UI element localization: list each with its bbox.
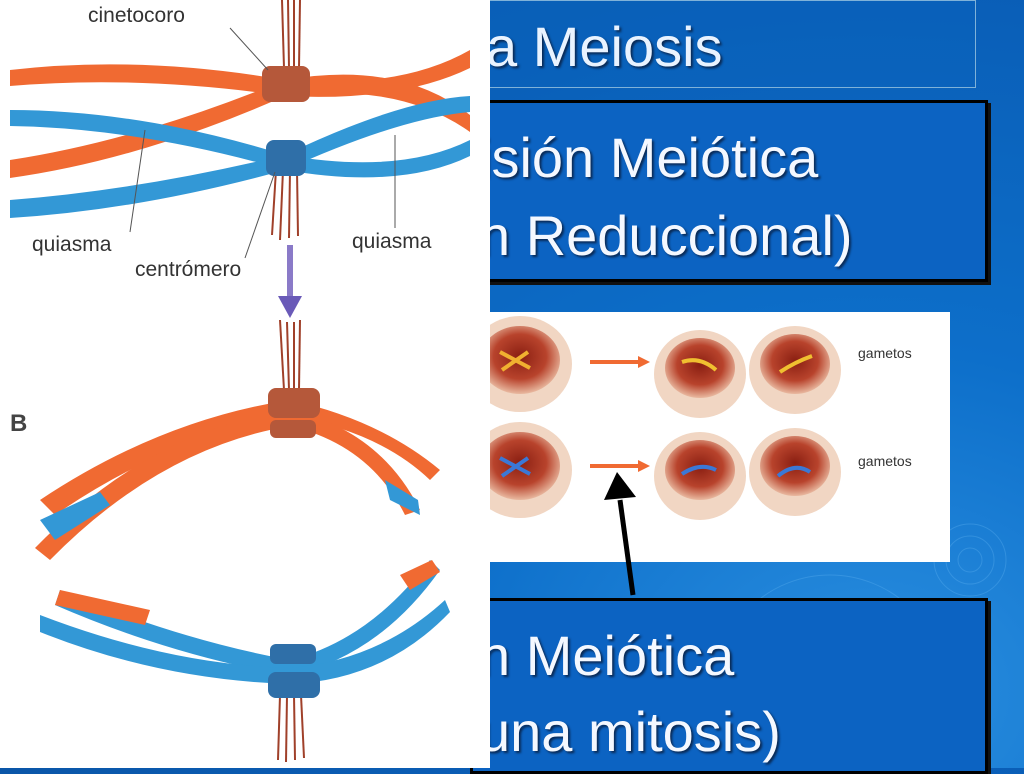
chiasma-label-left: quiasma bbox=[32, 233, 112, 256]
panel-b-lower bbox=[40, 560, 450, 698]
kinetochore-label: cinetocoro bbox=[88, 4, 185, 27]
bivalent-a bbox=[10, 50, 470, 218]
cell-bottom-left bbox=[468, 422, 572, 518]
gametes-photo: gametos gametos bbox=[468, 312, 950, 562]
cell-bottom-gamete1 bbox=[654, 432, 746, 520]
slide-title: a Meiosis bbox=[486, 15, 723, 78]
gametes-top-label: gametos bbox=[858, 345, 912, 361]
second-division-line2: una mitosis) bbox=[479, 700, 781, 763]
first-division-line1: isión Meiótica bbox=[479, 126, 819, 189]
gametes-bottom-label: gametos bbox=[858, 453, 912, 469]
panel-b-upper bbox=[35, 388, 440, 560]
panel-b-label: B bbox=[10, 410, 28, 437]
centromere-label: centrómero bbox=[135, 258, 242, 281]
first-division-line2: n Reduccional) bbox=[479, 204, 853, 267]
title-box bbox=[470, 0, 976, 88]
cell-top-left bbox=[468, 316, 572, 412]
cell-top-gamete1 bbox=[654, 330, 746, 418]
chromosome-illustration bbox=[10, 0, 470, 763]
chiasma-label-right: quiasma bbox=[352, 230, 432, 253]
gametes-illustration: gametos gametos bbox=[468, 316, 912, 520]
first-division-box: isión Meiótica n Reduccional) bbox=[470, 100, 988, 282]
chromosome-diagram: cinetocoro quiasma quiasma centrómero B bbox=[0, 0, 490, 768]
cell-top-gamete2 bbox=[749, 326, 841, 414]
second-division-box: n Meiótica una mitosis) bbox=[470, 598, 988, 774]
cell-bottom-gamete2 bbox=[749, 428, 841, 516]
second-division-line1: n Meiótica bbox=[479, 624, 735, 687]
